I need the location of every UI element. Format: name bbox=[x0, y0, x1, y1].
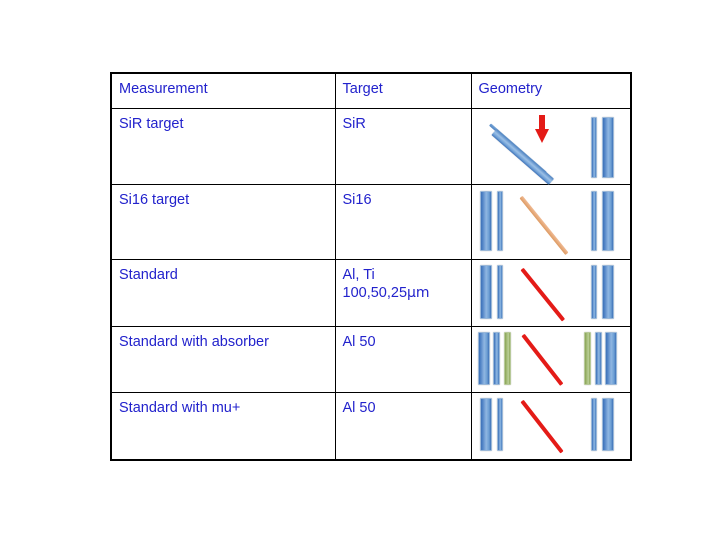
cell-measurement: Standard with absorber bbox=[110, 326, 336, 393]
measurement-label: Standard with absorber bbox=[119, 334, 269, 350]
target-label: Al 50 bbox=[342, 334, 376, 350]
measurement-label: Standard bbox=[119, 267, 178, 283]
target-label: Si16 bbox=[342, 192, 372, 208]
measurement-label: SiR target bbox=[119, 116, 184, 132]
geometry-diagram-si16 bbox=[472, 185, 631, 259]
wide-blue-detector-bar bbox=[601, 117, 614, 178]
geometry-diagram-absorber bbox=[472, 327, 631, 392]
target-label: Al 50 bbox=[342, 400, 376, 416]
wide-blue-detector-bar bbox=[477, 332, 490, 385]
table-row: Standard with mu+ Al 50 bbox=[110, 392, 632, 461]
wide-blue-detector-bar bbox=[479, 398, 492, 451]
thin-blue-detector-bar bbox=[590, 191, 597, 251]
table-row: Standard with absorber Al 50 bbox=[110, 326, 632, 393]
thin-blue-detector-bar bbox=[594, 332, 602, 385]
red-diagonal-beam bbox=[519, 399, 564, 454]
measurement-geometry-table: Measurement Target Geometry SiR target S… bbox=[110, 72, 632, 461]
cell-geometry bbox=[470, 392, 632, 461]
cell-target: Si16 bbox=[334, 184, 472, 260]
thin-blue-detector-bar bbox=[496, 191, 503, 251]
cell-geometry bbox=[470, 326, 632, 393]
cell-target: SiR bbox=[334, 108, 472, 185]
red-down-arrow-icon bbox=[534, 115, 549, 143]
wide-blue-detector-bar bbox=[601, 265, 614, 319]
header-label-geometry: Geometry bbox=[478, 81, 543, 97]
cell-target: Al 50 bbox=[334, 392, 472, 461]
geometry-diagram-sir bbox=[472, 109, 631, 185]
target-line-2-value: 100,50,25 bbox=[342, 284, 408, 301]
thin-blue-detector-bar bbox=[590, 117, 597, 178]
thin-blue-detector-bar bbox=[496, 398, 503, 451]
arrow-head bbox=[534, 129, 549, 143]
wide-blue-detector-bar bbox=[479, 265, 492, 319]
cell-measurement: Standard bbox=[110, 259, 336, 327]
header-cell-target: Target bbox=[334, 72, 472, 109]
wide-blue-detector-bar bbox=[479, 191, 492, 251]
thin-blue-detector-bar bbox=[492, 332, 500, 385]
geometry-diagram-muplus bbox=[472, 393, 631, 459]
cell-geometry bbox=[470, 108, 632, 185]
wide-blue-detector-bar bbox=[604, 332, 617, 385]
header-cell-measurement: Measurement bbox=[110, 72, 336, 109]
cell-measurement: Standard with mu+ bbox=[110, 392, 336, 461]
thin-blue-detector-bar bbox=[496, 265, 503, 319]
red-diagonal-beam bbox=[519, 267, 565, 322]
table-header-row: Measurement Target Geometry bbox=[110, 72, 632, 109]
table-row: Si16 target Si16 bbox=[110, 184, 632, 260]
target-label: SiR bbox=[342, 116, 366, 132]
red-diagonal-beam bbox=[520, 333, 563, 386]
geometry-diagram-standard bbox=[472, 260, 631, 326]
cell-geometry bbox=[470, 184, 632, 260]
wide-blue-detector-bar bbox=[601, 398, 614, 451]
measurement-label: Si16 target bbox=[119, 192, 190, 208]
target-line-2-unit: μm bbox=[407, 284, 430, 301]
cell-geometry bbox=[470, 259, 632, 327]
cell-measurement: SiR target bbox=[110, 108, 336, 185]
thin-blue-detector-bar bbox=[590, 265, 597, 319]
header-label-measurement: Measurement bbox=[119, 81, 208, 97]
header-label-target: Target bbox=[342, 81, 383, 97]
header-cell-geometry: Geometry bbox=[470, 72, 632, 109]
orange-diagonal-beam bbox=[518, 195, 568, 255]
green-absorber-bar bbox=[503, 332, 511, 385]
cell-measurement: Si16 target bbox=[110, 184, 336, 260]
table-row: SiR target SiR bbox=[110, 108, 632, 185]
thin-blue-detector-bar bbox=[590, 398, 597, 451]
measurement-label: Standard with mu+ bbox=[119, 400, 241, 416]
arrow-shaft bbox=[538, 115, 545, 131]
cell-target: Al 50 bbox=[334, 326, 472, 393]
green-absorber-bar bbox=[583, 332, 591, 385]
wide-blue-detector-bar bbox=[601, 191, 614, 251]
target-line-1: Al, Ti bbox=[342, 267, 375, 283]
